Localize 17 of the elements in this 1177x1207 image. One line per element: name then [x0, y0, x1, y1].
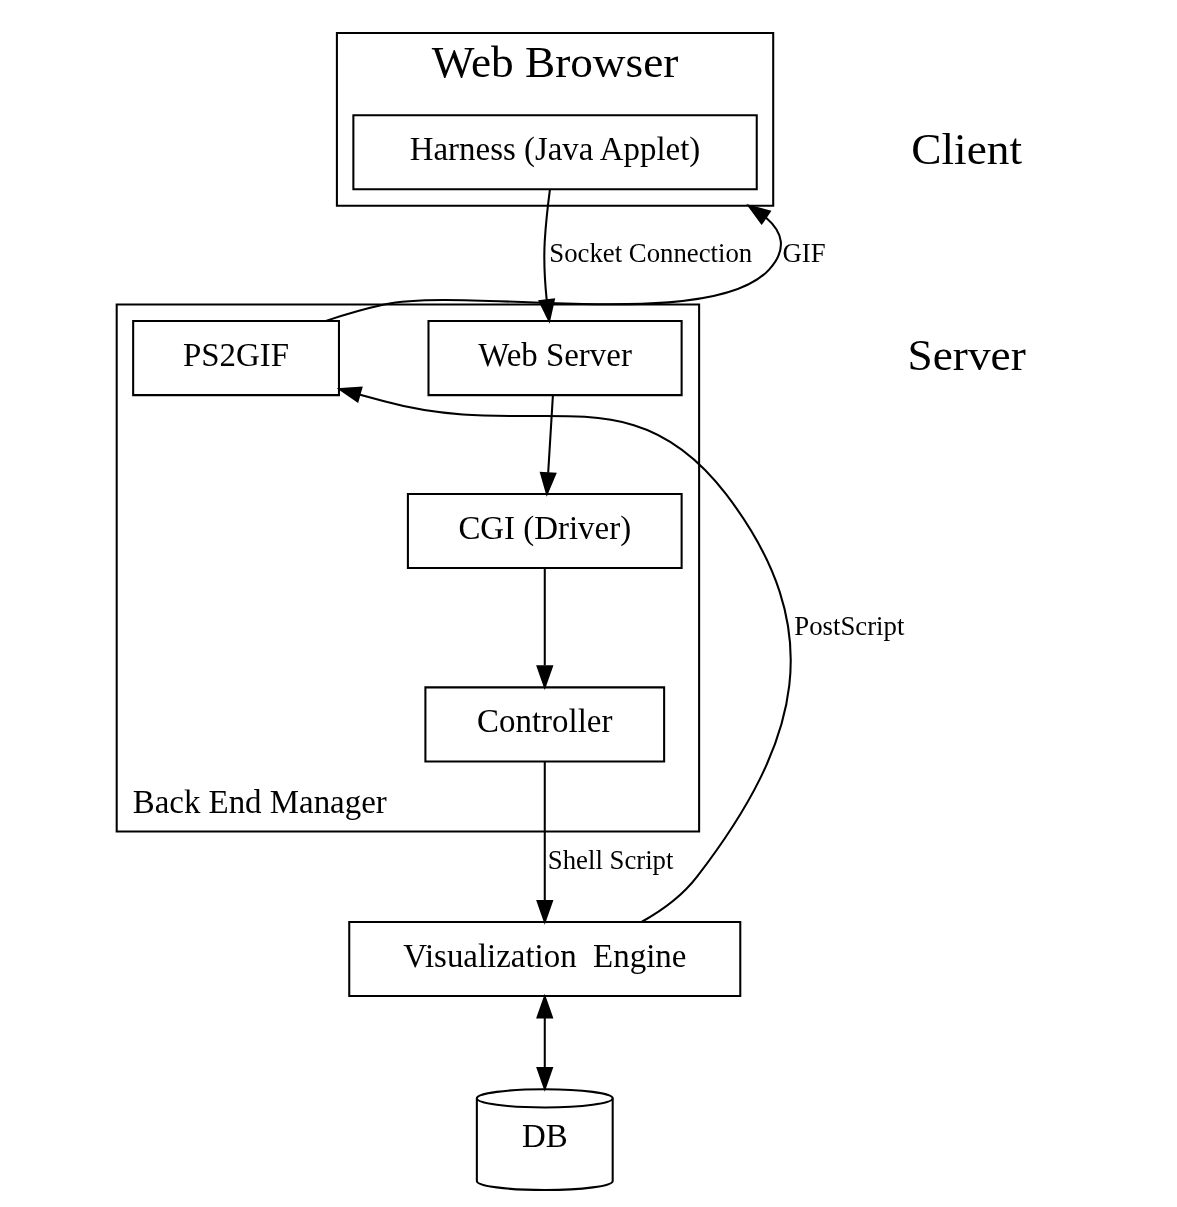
node-box: Harness (Java Applet): [352, 114, 758, 191]
label: Client: [911, 123, 1022, 174]
node-box: PS2GIF: [132, 320, 340, 397]
arrow: [539, 395, 557, 497]
arrow: [536, 993, 554, 1092]
edge-label: Socket Connection: [549, 238, 753, 269]
node-box: Controller: [424, 686, 666, 763]
arrow: [336, 386, 792, 923]
node-box: CGI (Driver): [406, 492, 683, 570]
edge-label: GIF: [782, 238, 826, 269]
label: Server: [907, 329, 1026, 380]
edge-label: PostScript: [794, 610, 905, 641]
arrow: [536, 761, 554, 925]
node-box: Visualization Engine: [348, 920, 742, 998]
arrow: [536, 568, 554, 690]
node-box: Web Server: [427, 320, 683, 397]
edge-label: Shell Script: [547, 845, 674, 876]
